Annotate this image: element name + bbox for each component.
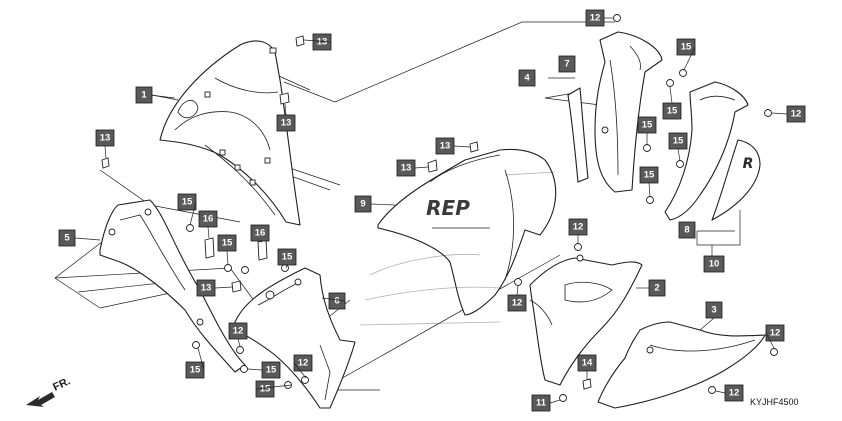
svg-text:15: 15	[260, 384, 271, 395]
callout-12f: 12	[293, 354, 313, 372]
callout-12d: 12	[507, 294, 527, 312]
svg-text:15: 15	[222, 238, 233, 249]
fairing-rep-text: REP	[426, 196, 470, 220]
callout-15h: 15	[277, 248, 297, 266]
front-direction-indicator: FR.	[26, 375, 72, 407]
callout-12a: 12	[585, 9, 605, 27]
fasteners	[101, 14, 778, 402]
callout-15e: 15	[639, 166, 659, 184]
svg-text:15: 15	[282, 252, 293, 263]
svg-text:1: 1	[141, 90, 147, 101]
callout-15b: 15	[662, 102, 682, 120]
svg-text:15: 15	[673, 136, 684, 147]
svg-text:8: 8	[684, 225, 689, 236]
svg-text:12: 12	[512, 298, 523, 309]
svg-text:5: 5	[64, 233, 70, 244]
svg-text:12: 12	[573, 222, 584, 233]
callout-15i: 15	[185, 361, 205, 379]
callout-12b: 12	[786, 105, 806, 123]
callout-14: 14	[577, 354, 597, 372]
callout-9: 9	[354, 195, 372, 213]
callout-1: 1	[135, 86, 153, 104]
callout-16b: 16	[250, 224, 270, 242]
callout-4: 4	[518, 69, 536, 87]
inner-panel-part	[594, 31, 663, 193]
svg-text:12: 12	[590, 13, 601, 24]
callout-12c: 12	[568, 218, 588, 236]
svg-text:3: 3	[711, 305, 716, 316]
svg-text:15: 15	[182, 197, 193, 208]
callout-7: 7	[558, 55, 576, 73]
svg-text:12: 12	[770, 328, 781, 339]
callout-15j: 15	[261, 361, 281, 379]
callout-16a: 16	[198, 210, 218, 228]
svg-text:12: 12	[298, 358, 309, 369]
callout-13d: 13	[435, 137, 455, 155]
svg-text:12: 12	[233, 326, 244, 337]
svg-text:13: 13	[281, 118, 292, 129]
callout-8: 8	[678, 221, 696, 239]
svg-text:10: 10	[709, 259, 720, 270]
svg-text:4: 4	[524, 73, 530, 84]
middle-cowl-left-part	[99, 199, 246, 373]
svg-text:13: 13	[317, 37, 328, 48]
svg-text:13: 13	[401, 163, 412, 174]
right-panel-decal: R	[743, 156, 754, 172]
svg-text:15: 15	[266, 365, 277, 376]
svg-text:12: 12	[791, 109, 802, 120]
svg-text:13: 13	[201, 283, 212, 294]
svg-text:15: 15	[667, 106, 678, 117]
svg-text:16: 16	[203, 214, 214, 225]
leader-ticks	[74, 17, 788, 404]
callout-10: 10	[703, 255, 725, 273]
callout-15d: 15	[668, 132, 688, 150]
callout-2: 2	[648, 279, 666, 297]
callout-12e: 12	[228, 322, 248, 340]
callout-3: 3	[705, 301, 723, 319]
callout-12h: 12	[724, 384, 744, 402]
front-direction-label: FR.	[51, 375, 72, 393]
svg-text:7: 7	[564, 59, 569, 70]
svg-text:9: 9	[360, 199, 365, 210]
callout-13b: 13	[276, 114, 296, 132]
svg-text:15: 15	[644, 170, 655, 181]
svg-text:2: 2	[654, 283, 659, 294]
right-side-panel-part: R	[664, 81, 761, 221]
callout-13a: 13	[312, 33, 332, 51]
callout-13e: 13	[396, 159, 416, 177]
callout-5: 5	[58, 229, 76, 247]
svg-text:6: 6	[334, 296, 339, 307]
svg-text:14: 14	[582, 358, 593, 369]
svg-text:15: 15	[190, 365, 201, 376]
svg-text:12: 12	[729, 388, 740, 399]
svg-text:16: 16	[255, 228, 266, 239]
diagram-code: KYJHF4500	[750, 397, 799, 407]
svg-text:11: 11	[536, 398, 547, 409]
lower-side-cowl-part	[234, 267, 356, 409]
callout-15c: 15	[637, 116, 657, 134]
svg-text:15: 15	[642, 120, 653, 131]
callout-15f: 15	[177, 193, 197, 211]
callout-15g: 15	[217, 234, 237, 252]
svg-text:13: 13	[440, 141, 451, 152]
front-arrow-icon	[26, 392, 55, 407]
callout-13f: 13	[196, 279, 216, 297]
lower-cowl-part	[529, 254, 643, 386]
callout-15a: 15	[676, 38, 696, 56]
main-side-fairing-part: REP	[377, 148, 557, 316]
svg-text:13: 13	[100, 133, 111, 144]
svg-text:15: 15	[681, 42, 692, 53]
background-wing-outline	[359, 171, 556, 326]
callout-13c: 13	[95, 129, 115, 147]
callout-11: 11	[531, 394, 551, 412]
small-strip-part	[567, 87, 589, 183]
